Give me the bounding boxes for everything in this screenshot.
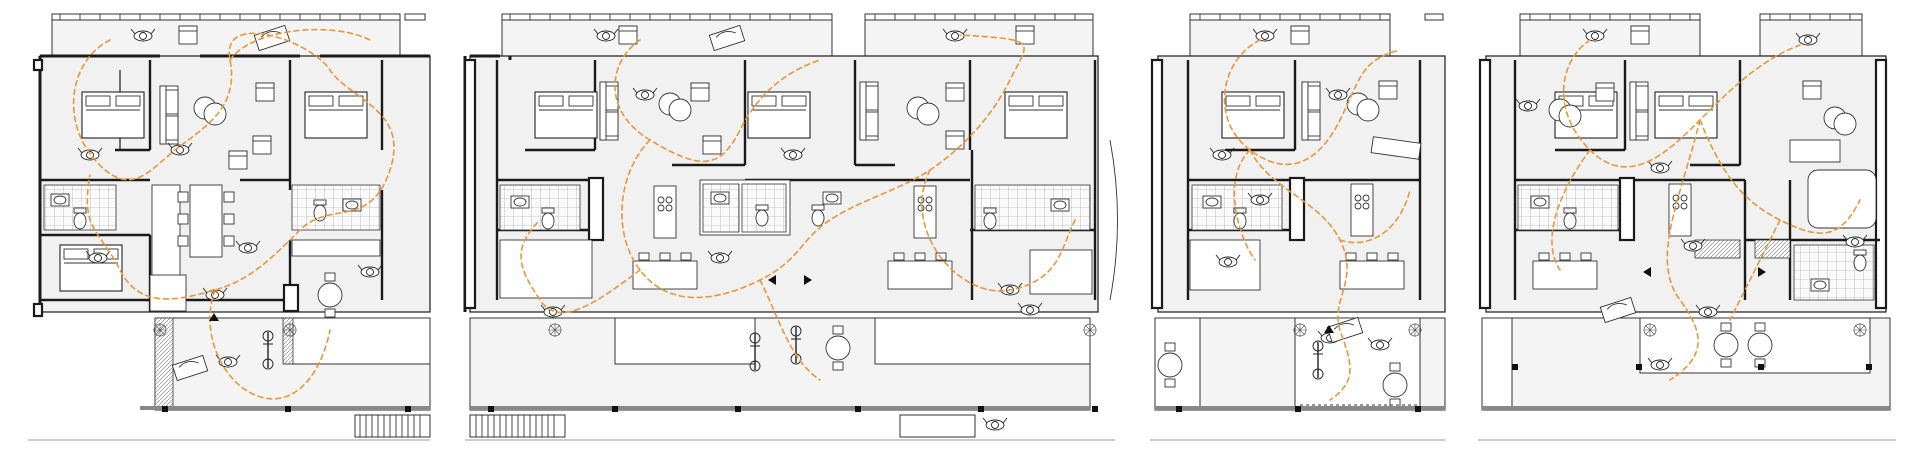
stair-icon <box>354 414 431 438</box>
bed-icon <box>1004 91 1068 139</box>
kitchen-island <box>913 185 937 239</box>
armchair-icon <box>228 150 248 170</box>
balcony-terrace <box>1759 13 1863 57</box>
wardrobe <box>151 184 181 286</box>
floor-plan-1 <box>28 13 431 441</box>
sofa-icon <box>859 81 879 141</box>
floor-plan-4 <box>1478 13 1896 441</box>
armchair-icon <box>252 135 272 155</box>
bed-icon <box>1654 91 1718 139</box>
balcony-railing <box>51 13 401 21</box>
bathtub <box>1807 169 1877 229</box>
bed-icon <box>1221 91 1285 139</box>
sofa-icon <box>159 85 179 145</box>
balcony-terrace <box>51 13 401 57</box>
table-icon <box>1532 252 1598 290</box>
balcony-terrace <box>1519 13 1701 57</box>
armchair-icon <box>702 135 722 155</box>
balcony-terrace <box>1189 13 1391 57</box>
armchair-icon <box>255 82 275 102</box>
dining-table <box>189 184 223 258</box>
armchair-icon <box>1595 82 1615 102</box>
sofa-icon <box>1629 81 1649 141</box>
floor-plan-2 <box>463 13 1118 441</box>
bed-icon <box>81 91 145 139</box>
bed-icon <box>747 91 811 139</box>
armchair-icon <box>1378 80 1398 100</box>
armchair-icon <box>945 82 965 102</box>
armchair-icon <box>945 130 965 150</box>
table-icon <box>632 252 698 290</box>
bed-icon <box>534 91 598 139</box>
sofa-icon <box>1301 81 1321 141</box>
movement-path <box>520 34 1076 381</box>
floor-plan-3 <box>1150 13 1446 441</box>
movement-path <box>72 28 395 400</box>
armchair-icon <box>690 82 710 102</box>
bathroom-floor <box>291 184 381 231</box>
kitchen-counter <box>291 239 381 257</box>
movement-path <box>1223 39 1411 401</box>
armchair-icon <box>1802 80 1822 100</box>
bed-icon <box>304 91 368 139</box>
stair-icon <box>469 414 566 438</box>
bed-icon <box>59 244 123 292</box>
movement-path <box>1551 39 1861 381</box>
bathroom-floor <box>702 183 740 233</box>
kitchen-island <box>653 185 677 239</box>
table-icon <box>1339 252 1405 290</box>
kitchen-island <box>1350 183 1374 237</box>
